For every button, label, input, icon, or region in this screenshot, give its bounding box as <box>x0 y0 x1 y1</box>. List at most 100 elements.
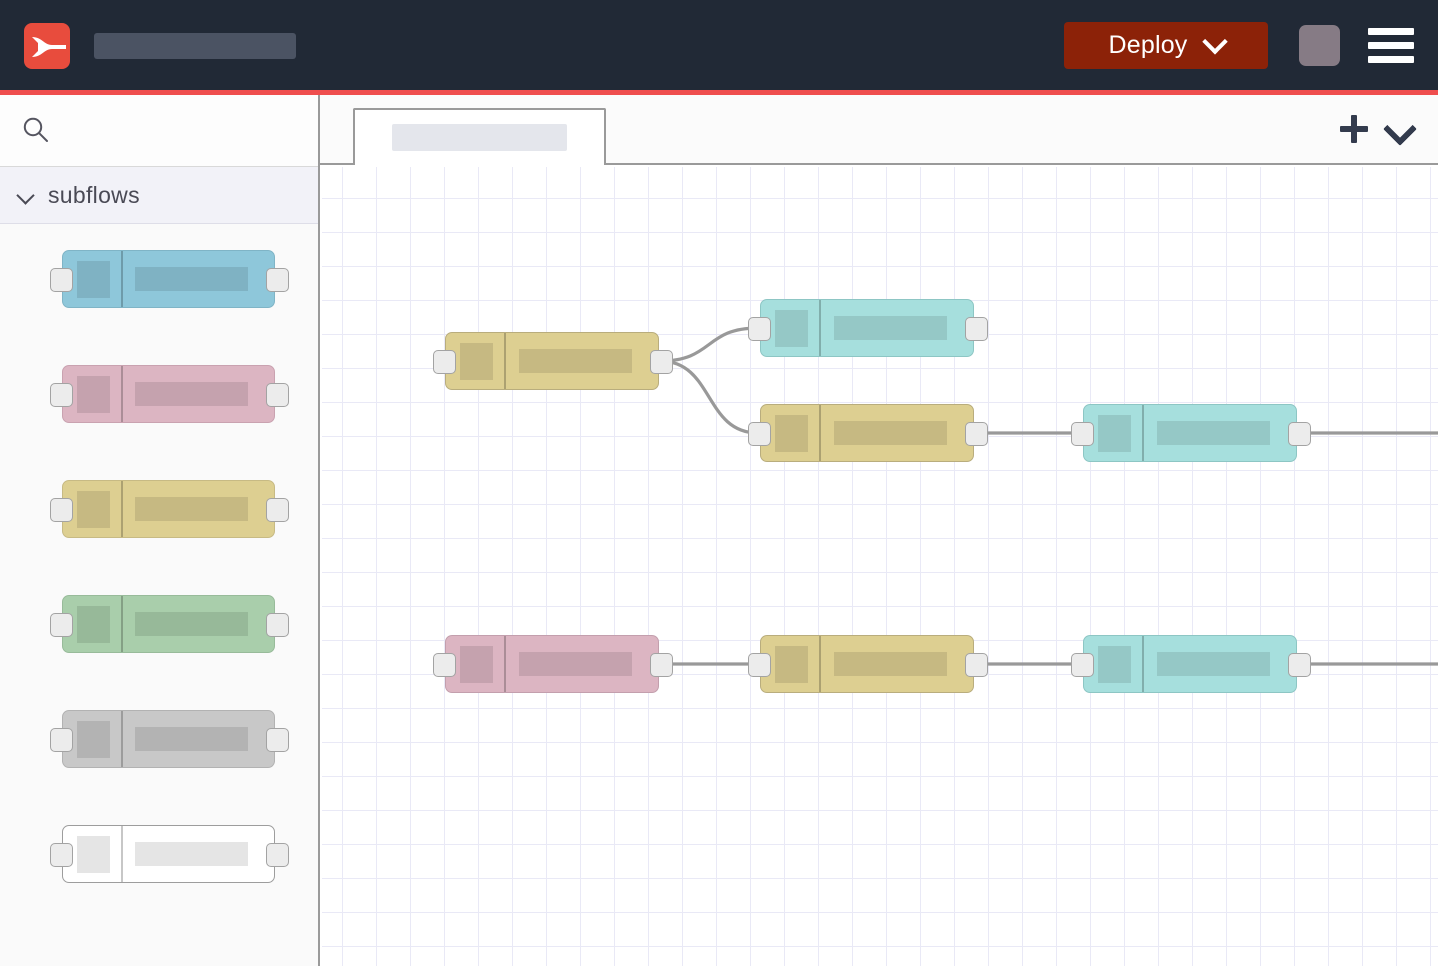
chevron-down-icon[interactable] <box>1383 115 1417 145</box>
node-icon-redacted <box>77 491 110 528</box>
node-input-port[interactable] <box>433 350 456 374</box>
node-output-port[interactable] <box>266 268 289 292</box>
palette-node-list <box>0 224 318 920</box>
node-icon-redacted <box>775 646 808 683</box>
node-divider <box>504 636 506 692</box>
flow-node-inject[interactable] <box>433 332 673 390</box>
node-red-logo-icon[interactable] <box>24 23 70 69</box>
palette-search-bar[interactable] <box>0 95 318 167</box>
node-output-port[interactable] <box>1288 422 1311 446</box>
flow-node-pink[interactable] <box>433 635 673 693</box>
node-label-redacted <box>135 267 248 291</box>
palette-list-item[interactable] <box>0 805 318 920</box>
palette-category-subflows[interactable]: subflows <box>0 167 318 224</box>
node-icon-redacted <box>77 836 110 873</box>
palette-node-3[interactable] <box>50 480 289 538</box>
node-label-redacted <box>135 497 248 521</box>
node-label-redacted <box>135 382 248 406</box>
node-output-port[interactable] <box>266 498 289 522</box>
user-avatar[interactable] <box>1299 25 1340 66</box>
flow-tab-1-label-redacted <box>392 124 567 151</box>
header-accent-line <box>0 90 1438 95</box>
node-output-port[interactable] <box>266 843 289 867</box>
node-label-redacted <box>135 842 248 866</box>
node-input-port[interactable] <box>50 498 73 522</box>
node-icon-redacted <box>77 606 110 643</box>
node-icon-redacted <box>460 646 493 683</box>
node-icon-redacted <box>1098 415 1131 452</box>
flow-node-yellow-mid[interactable] <box>748 404 988 462</box>
deploy-button-label: Deploy <box>1108 31 1188 59</box>
node-output-port[interactable] <box>965 422 988 446</box>
node-icon-redacted <box>77 261 110 298</box>
flow-node-cyan-mid[interactable] <box>1071 404 1311 462</box>
palette-list-item[interactable] <box>0 690 318 805</box>
node-input-port[interactable] <box>748 422 771 446</box>
node-input-port[interactable] <box>748 653 771 677</box>
flow-wires-layer <box>658 326 1438 666</box>
node-output-port[interactable] <box>266 613 289 637</box>
flow-node-cyan-top[interactable] <box>748 299 988 357</box>
chevron-down-icon <box>1201 28 1228 54</box>
plus-icon[interactable] <box>1338 113 1372 147</box>
palette-list-item[interactable] <box>0 460 318 575</box>
deploy-button[interactable]: Deploy <box>1064 22 1268 69</box>
node-divider <box>121 826 123 882</box>
node-output-port[interactable] <box>266 728 289 752</box>
node-input-port[interactable] <box>1071 422 1094 446</box>
node-divider <box>121 596 123 652</box>
node-divider <box>504 333 506 389</box>
flow-node-yellow-bot[interactable] <box>748 635 988 693</box>
node-divider <box>819 405 821 461</box>
palette-node-2[interactable] <box>50 365 289 423</box>
wire-n1-n3[interactable] <box>658 359 760 435</box>
flow-title-redacted <box>94 33 296 59</box>
palette-node-5[interactable] <box>50 710 289 768</box>
hamburger-menu-icon[interactable] <box>1368 28 1414 63</box>
node-label-redacted <box>834 316 947 340</box>
node-palette-sidebar: subflows <box>0 95 320 966</box>
node-output-port[interactable] <box>1288 653 1311 677</box>
node-icon-redacted <box>1098 646 1131 683</box>
palette-node-6[interactable] <box>50 825 289 883</box>
node-divider <box>1142 405 1144 461</box>
flow-node-cyan-bot[interactable] <box>1071 635 1311 693</box>
node-input-port[interactable] <box>50 728 73 752</box>
node-icon-redacted <box>77 721 110 758</box>
node-output-port[interactable] <box>965 653 988 677</box>
app-header: Deploy <box>0 0 1438 90</box>
flow-canvas[interactable] <box>322 167 1438 966</box>
node-input-port[interactable] <box>50 613 73 637</box>
node-output-port[interactable] <box>266 383 289 407</box>
node-input-port[interactable] <box>748 317 771 341</box>
node-label-redacted <box>1157 421 1270 445</box>
flow-tab-bar <box>320 95 1438 165</box>
node-divider <box>819 300 821 356</box>
palette-list-item[interactable] <box>0 230 318 345</box>
node-input-port[interactable] <box>433 653 456 677</box>
node-input-port[interactable] <box>50 383 73 407</box>
palette-list-item[interactable] <box>0 575 318 690</box>
node-input-port[interactable] <box>50 843 73 867</box>
node-label-redacted <box>834 421 947 445</box>
node-output-port[interactable] <box>650 350 673 374</box>
palette-node-1[interactable] <box>50 250 289 308</box>
node-input-port[interactable] <box>1071 653 1094 677</box>
node-output-port[interactable] <box>965 317 988 341</box>
palette-list-item[interactable] <box>0 345 318 460</box>
node-icon-redacted <box>77 376 110 413</box>
node-label-redacted <box>135 612 248 636</box>
node-label-redacted <box>834 652 947 676</box>
palette-node-4[interactable] <box>50 595 289 653</box>
wire-n1-n2[interactable] <box>658 326 760 363</box>
chevron-down-icon <box>17 190 35 200</box>
node-input-port[interactable] <box>50 268 73 292</box>
search-icon[interactable] <box>22 116 50 144</box>
node-icon-redacted <box>460 343 493 380</box>
node-divider <box>121 366 123 422</box>
node-label-redacted <box>519 349 632 373</box>
flow-tab-1[interactable] <box>353 108 606 165</box>
node-output-port[interactable] <box>650 653 673 677</box>
node-divider <box>819 636 821 692</box>
